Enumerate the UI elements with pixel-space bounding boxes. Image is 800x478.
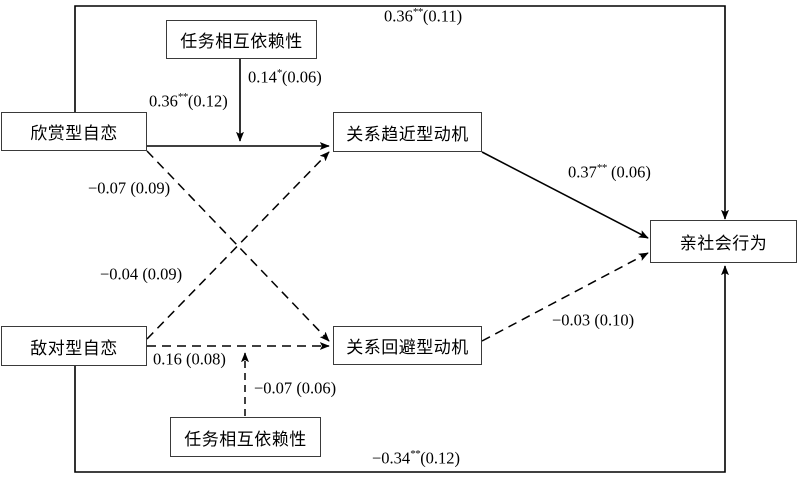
node-label: 亲社会行为: [679, 234, 768, 254]
node-label: 任务相互依赖性: [180, 32, 303, 52]
node-label: 敌对型自恋: [30, 338, 118, 359]
significance-stars: **: [596, 162, 608, 174]
coefficient-value: 0.36: [149, 91, 178, 111]
coefficient-value: 0.37: [568, 162, 597, 182]
node-task-interdependence-top[interactable]: 任务相互依赖性: [166, 20, 317, 59]
standard-error: (0.06): [611, 162, 651, 182]
standard-error: (0.12): [187, 91, 228, 111]
standard-error: (0.09): [142, 264, 183, 284]
label-moderator-top: 0.14*(0.06): [247, 67, 323, 87]
edge-approach-to-prosocial: [481, 151, 649, 239]
standard-error: (0.11): [422, 6, 463, 26]
label-top-direct-effect: 0.36**(0.11): [383, 6, 464, 26]
standard-error: (0.08): [186, 349, 226, 369]
coefficient-value: 0.36: [384, 6, 413, 26]
edge-rivalrous-to-prosocial: [74, 265, 729, 473]
standard-error: (0.06): [296, 378, 337, 398]
coefficient-value: −0.07: [88, 178, 127, 198]
edge-appreciative-to-avoidance: [146, 150, 330, 342]
label-appreciative-to-approach: 0.36**(0.12): [148, 91, 229, 111]
node-avoidance-motive[interactable]: 关系回避型动机: [333, 326, 482, 365]
significance-stars: **: [177, 91, 189, 103]
node-appreciative-narcissism[interactable]: 欣赏型自恋: [1, 112, 147, 151]
label-rivalrous-to-avoidance: 0.16 (0.08): [152, 350, 227, 368]
standard-error: (0.12): [420, 448, 461, 468]
coefficient-value: 0.16: [153, 349, 182, 369]
coefficient-value: −0.07: [254, 378, 293, 398]
coefficient-value: −0.34: [372, 448, 411, 468]
label-rivalrous-to-approach: −0.04 (0.09): [99, 264, 184, 284]
label-approach-to-prosocial: 0.37** (0.06): [567, 162, 652, 182]
significance-stars: **: [412, 6, 424, 18]
standard-error: (0.09): [130, 178, 171, 198]
node-approach-motive[interactable]: 关系趋近型动机: [333, 112, 482, 152]
coefficient-value: −0.03: [552, 310, 591, 330]
edge-avoidance-to-prosocial: [481, 252, 649, 342]
standard-error: (0.10): [594, 310, 635, 330]
label-moderator-bottom: −0.07 (0.06): [253, 378, 338, 398]
label-bottom-direct-effect: −0.34**(0.12): [371, 448, 462, 468]
node-label: 关系回避型动机: [346, 338, 469, 358]
coefficient-value: 0.14: [248, 67, 277, 87]
standard-error: (0.06): [281, 67, 322, 87]
significance-stars: **: [410, 448, 421, 460]
node-label: 任务相互依赖性: [184, 429, 307, 450]
node-task-interdependence-bottom[interactable]: 任务相互依赖性: [170, 417, 321, 457]
significance-stars: *: [276, 67, 283, 79]
node-label: 关系趋近型动机: [346, 124, 469, 145]
node-prosocial-behavior[interactable]: 亲社会行为: [650, 220, 797, 263]
coefficient-value: −0.04: [100, 264, 139, 284]
label-avoidance-to-prosocial: −0.03 (0.10): [551, 310, 636, 330]
edge-appreciative-to-prosocial: [74, 5, 729, 220]
node-rivalrous-narcissism[interactable]: 敌对型自恋: [1, 326, 147, 366]
label-appreciative-to-avoidance: −0.07 (0.09): [87, 178, 172, 198]
edge-rivalrous-to-approach: [146, 151, 330, 340]
node-label: 欣赏型自恋: [30, 124, 118, 144]
